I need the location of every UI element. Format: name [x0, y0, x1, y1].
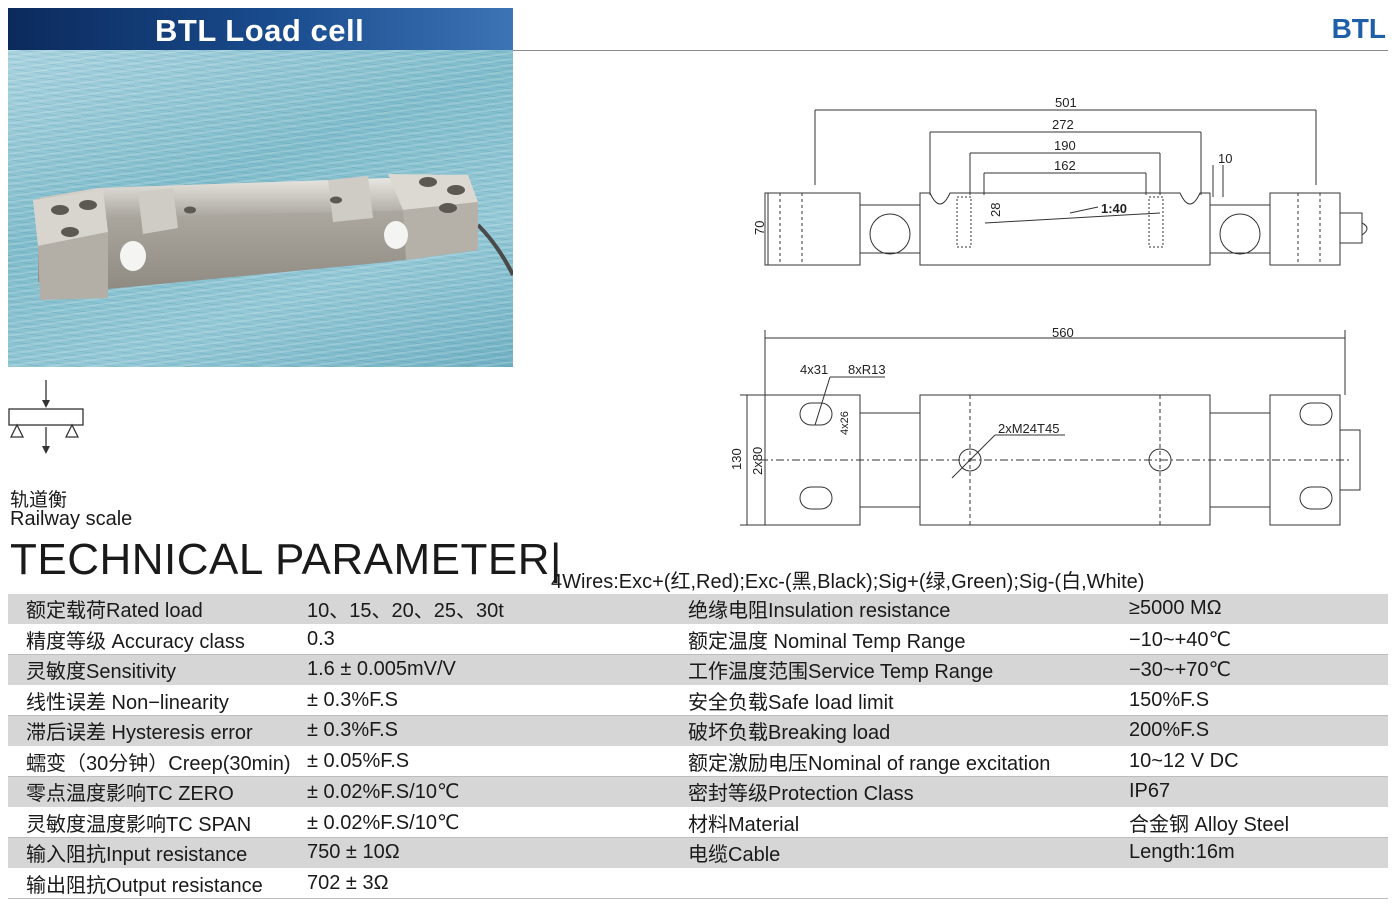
spec-value: IP67	[1129, 776, 1388, 808]
section-title: TECHNICAL PARAMETER|	[10, 535, 562, 584]
spec-label: 零点温度影响TC ZERO	[8, 776, 307, 808]
wire-colors: 4Wires:Exc+(红,Red);Exc-(黑,Black);Sig+(绿,…	[551, 571, 1145, 593]
spec-value	[1129, 868, 1388, 899]
spec-label: 灵敏度温度影响TC SPAN	[8, 807, 307, 838]
spec-label: 滞后误差 Hysteresis error	[8, 715, 307, 747]
dimension-drawing: 501 272 190 162 10 70 28 1:40 560 4x31 8…	[729, 95, 1368, 526]
spec-value: ± 0.3%F.S	[307, 715, 688, 747]
spec-value: ± 0.05%F.S	[307, 746, 688, 777]
spec-label: 灵敏度Sensitivity	[8, 654, 307, 686]
spec-value: 150%F.S	[1129, 685, 1388, 716]
spec-label: 蠕变（30分钟）Creep(30min)	[8, 746, 307, 777]
spec-label: 工作温度范围Service Temp Range	[688, 654, 1129, 686]
spec-label: 安全负载Safe load limit	[688, 685, 1129, 716]
dim-28: 28	[988, 203, 1003, 217]
dim-190: 190	[1054, 138, 1076, 153]
dim-10: 10	[1218, 151, 1232, 166]
spec-label: 材料Material	[688, 807, 1129, 838]
spec-label: 电缆Cable	[688, 837, 1129, 869]
spec-value: ± 0.02%F.S/10℃	[307, 807, 688, 838]
spec-value: ± 0.3%F.S	[307, 685, 688, 716]
slope-label: 1:40	[1101, 201, 1127, 216]
load-direction-symbol	[8, 380, 84, 454]
spec-label: 额定激励电压Nominal of range excitation	[688, 746, 1129, 777]
spec-value: 10、15、20、25、30t	[307, 594, 688, 625]
dim-8xR13: 8xR13	[848, 362, 886, 377]
dim-4x26: 4x26	[839, 411, 851, 435]
application-cn: 轨道衡	[10, 490, 68, 511]
spec-value: Length:16m	[1129, 837, 1388, 869]
dim-272: 272	[1052, 117, 1074, 132]
dim-560: 560	[1052, 325, 1074, 340]
dim-501: 501	[1055, 95, 1077, 110]
header-rule	[513, 50, 1388, 51]
load-cell-illustration	[33, 174, 515, 300]
spec-value: ± 0.02%F.S/10℃	[307, 776, 688, 808]
dim-162: 162	[1054, 158, 1076, 173]
spec-label: 额定载荷Rated load	[8, 594, 307, 625]
spec-value: 合金钢 Alloy Steel	[1129, 807, 1388, 838]
spec-value: −30~+70℃	[1129, 654, 1388, 686]
spec-label: 额定温度 Nominal Temp Range	[688, 624, 1129, 655]
spec-label: 输出阻抗Output resistance	[8, 868, 307, 899]
spec-value: ≥5000 MΩ	[1129, 594, 1388, 625]
header-bar	[8, 8, 513, 50]
dim-70: 70	[752, 221, 767, 235]
spec-label: 精度等级 Accuracy class	[8, 624, 307, 655]
spec-label: 密封等级Protection Class	[688, 776, 1129, 808]
spec-value: 750 ± 10Ω	[307, 837, 688, 869]
spec-value: −10~+40℃	[1129, 624, 1388, 655]
dim-130: 130	[729, 448, 744, 470]
spec-value: 200%F.S	[1129, 715, 1388, 747]
dim-2xM24: 2xM24T45	[998, 421, 1059, 436]
spec-label: 绝缘电阻Insulation resistance	[688, 594, 1129, 625]
product-photo	[8, 50, 515, 367]
spec-label: 输入阻抗Input resistance	[8, 837, 307, 869]
spec-label	[688, 868, 1129, 899]
page-title: BTL Load cell	[155, 13, 365, 48]
model-code: BTL	[1331, 13, 1386, 44]
spec-value: 1.6 ± 0.005mV/V	[307, 654, 688, 686]
spec-value: 0.3	[307, 624, 688, 655]
spec-value: 10~12 V DC	[1129, 746, 1388, 777]
dim-2x80: 2x80	[750, 447, 765, 475]
application-en: Railway scale	[10, 508, 133, 530]
spec-label: 线性误差 Non−linearity	[8, 685, 307, 716]
spec-label: 破坏负载Breaking load	[688, 715, 1129, 747]
spec-value: 702 ± 3Ω	[307, 868, 688, 899]
dim-4x31: 4x31	[800, 362, 828, 377]
